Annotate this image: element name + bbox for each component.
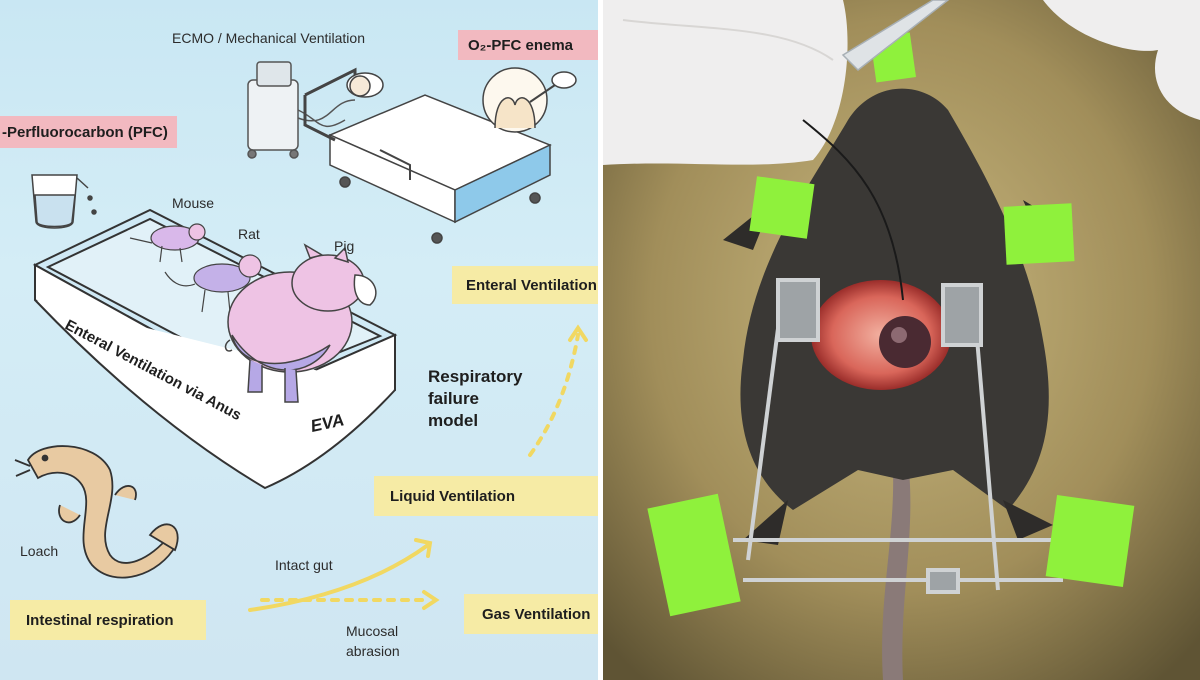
mucosal-abrasion-line-1: Mucosal xyxy=(346,623,399,639)
diagram-arrows xyxy=(248,324,588,612)
rat-illustration-icon xyxy=(164,254,262,313)
ecmo-machine-icon xyxy=(247,61,356,159)
pig-label: Pig xyxy=(334,238,355,254)
loach-fish-icon xyxy=(14,445,179,579)
respiratory-failure-line-2: failure xyxy=(428,389,480,408)
mucosal-abrasion-line-2: abrasion xyxy=(346,643,400,659)
mouse-label: Mouse xyxy=(172,195,215,211)
mouse-tail-icon xyxy=(882,470,911,680)
respiratory-failure-line-1: Respiratory xyxy=(428,367,523,386)
intact-gut-label: Intact gut xyxy=(275,557,333,573)
photo-panel xyxy=(603,0,1200,680)
enema-bubble-icon xyxy=(482,67,577,133)
enteral-ventilation-box: Enteral Ventilation xyxy=(452,266,598,304)
mouse-illustration-icon xyxy=(129,223,206,263)
loach-label: Loach xyxy=(20,543,59,559)
catheter-line-icon xyxy=(802,119,904,301)
surgical-glove-right-icon xyxy=(1043,0,1200,120)
intestinal-respiration-box: Intestinal respiration xyxy=(10,600,206,640)
gas-ventilation-box: Gas Ventilation xyxy=(464,594,598,634)
mucosal-abrasion-label: Mucosal abrasion xyxy=(346,621,400,661)
panel-divider xyxy=(598,0,603,680)
hospital-bed-icon xyxy=(303,67,552,244)
arrowhead-respiratory xyxy=(568,324,588,342)
arrow-intact-gut xyxy=(248,543,430,612)
ecmo-label: ECMO / Mechanical Ventilation xyxy=(172,30,365,46)
retractor-icon xyxy=(733,278,1063,594)
pig-illustration-icon xyxy=(224,243,377,403)
syringe-icon xyxy=(841,0,950,71)
o2pfc-enema-label: O₂-PFC enema xyxy=(468,36,574,54)
respiratory-failure-model-label: Respiratory failure model xyxy=(428,366,522,432)
diagram-illustration: Enteral Ventilation via Anus EVA xyxy=(14,61,588,612)
enteral-ventilation-label: Enteral Ventilation xyxy=(466,276,597,294)
diagram-panel: Enteral Ventilation via Anus EVA ECMO / … xyxy=(0,0,598,680)
balloon-icon xyxy=(879,316,931,368)
pfc-beaker-icon xyxy=(31,174,97,229)
rat-label: Rat xyxy=(238,226,260,242)
pfc-label: -Perfluorocarbon (PFC) xyxy=(2,123,168,141)
intestinal-respiration-label: Intestinal respiration xyxy=(26,611,174,629)
o2pfc-enema-box: O₂-PFC enema xyxy=(458,30,598,60)
respiratory-failure-line-3: model xyxy=(428,411,479,430)
liquid-ventilation-box: Liquid Ventilation xyxy=(374,476,598,516)
green-tape-icon xyxy=(647,32,1135,617)
arrow-respiratory xyxy=(528,333,580,457)
photo-illustration xyxy=(603,0,1200,680)
pfc-box: -Perfluorocarbon (PFC) xyxy=(0,116,177,148)
arrowhead-intact-gut xyxy=(414,538,433,558)
arrowhead-mucosal-abrasion xyxy=(422,590,440,610)
gas-ventilation-label: Gas Ventilation xyxy=(482,605,591,623)
liquid-ventilation-label: Liquid Ventilation xyxy=(390,487,515,505)
glove-fold-icon xyxy=(622,19,834,61)
surgical-glove-left-icon xyxy=(603,0,848,165)
